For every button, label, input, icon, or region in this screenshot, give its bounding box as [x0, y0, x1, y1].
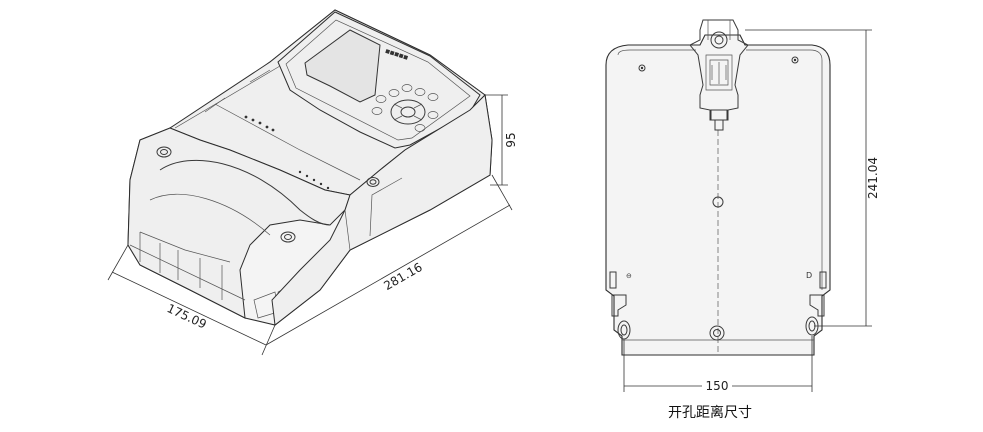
key-button [414, 88, 426, 96]
isometric-meter-view: ■■■■■ [107, 9, 518, 356]
side-face [271, 93, 493, 326]
mount-hole [638, 64, 646, 72]
bottom-screw [709, 325, 725, 341]
dimension-vertical: 241.04 [745, 29, 880, 327]
front-view-caption: 开孔距离尺寸 [668, 405, 752, 421]
dimension-horizontal: 150 [623, 336, 813, 393]
center-hole [712, 196, 724, 208]
dim-horizontal-label: 150 [706, 379, 729, 393]
dim-vertical-label: 241.04 [866, 157, 880, 199]
hanger-bracket [689, 19, 749, 131]
dimension-height: 95 [485, 94, 518, 186]
seal-screw [366, 177, 380, 187]
lcd-screen [304, 29, 381, 103]
key-button [427, 111, 439, 119]
indicator-leds [244, 115, 330, 190]
keypad [371, 84, 439, 132]
latch-left [609, 271, 631, 340]
terminal-cover-curve [159, 159, 331, 226]
key-button [375, 95, 387, 103]
mount-hole [791, 56, 799, 64]
nav-pad [390, 99, 426, 125]
key-button [427, 93, 439, 101]
seal-screw [156, 146, 172, 158]
dim-width-label: 175.09 [165, 301, 209, 331]
dim-length-label: 281.16 [381, 260, 424, 293]
display-module-inner [285, 19, 471, 141]
front-view: ⊖ D 241.04 150 [605, 19, 880, 393]
hole-marker-right: D [806, 271, 812, 280]
key-button [371, 107, 383, 115]
key-button [414, 124, 426, 132]
key-button [388, 89, 400, 97]
hole-marker-left: ⊖ [626, 272, 632, 280]
nav-pad-center [400, 106, 416, 118]
key-button [401, 84, 413, 92]
seal-screw [280, 231, 296, 243]
dim-height-label: 95 [504, 132, 518, 147]
